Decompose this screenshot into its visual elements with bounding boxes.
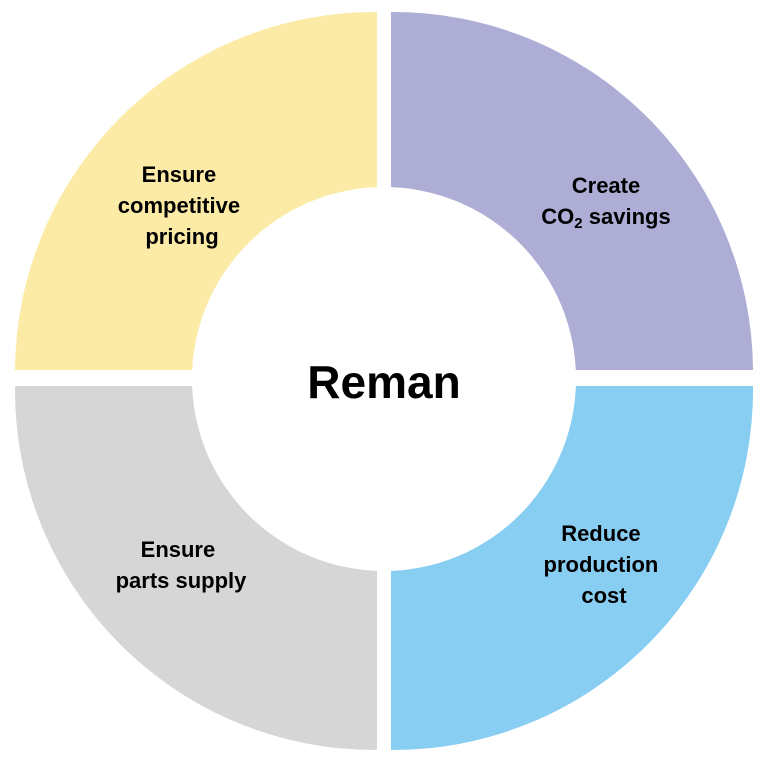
center-circle — [192, 187, 576, 571]
segment-label-line: Ensure — [142, 162, 217, 187]
segment-label-top-left: Ensure competitive pricing — [118, 162, 246, 249]
co2-base: CO — [541, 204, 574, 229]
segment-label-co2-savings: CO2 savings — [541, 204, 670, 232]
segment-label-bottom-right: Reduce production cost — [544, 521, 665, 608]
segment-label-line: cost — [581, 583, 627, 608]
segment-label-line: Create — [572, 173, 640, 198]
segment-label-line: parts supply — [116, 568, 248, 593]
segment-label-line: Reduce — [561, 521, 640, 546]
center-label: Reman — [307, 356, 460, 408]
segment-label-line: Ensure — [141, 537, 216, 562]
co2-subscript: 2 — [574, 215, 582, 232]
segment-label-line: competitive — [118, 193, 240, 218]
segment-label-top-right: Create — [572, 173, 640, 198]
segment-label-bottom-left: Ensure parts supply — [116, 537, 248, 593]
segment-label-line: pricing — [145, 224, 218, 249]
co2-rest: savings — [583, 204, 671, 229]
segment-label-line: production — [544, 552, 659, 577]
